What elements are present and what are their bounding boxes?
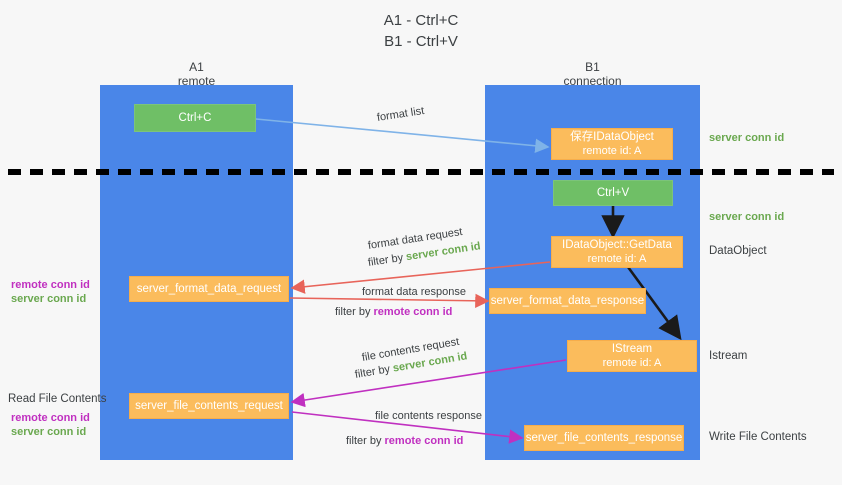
filter-prefix: filter by [346, 435, 385, 447]
node-getdata-sublabel: remote id: A [587, 253, 647, 265]
column-a1-name: A1 [189, 60, 204, 74]
edge-label-format-list: format list [376, 105, 426, 124]
page-title: A1 - Ctrl+C B1 - Ctrl+V [0, 10, 842, 52]
node-idataobject-saved[interactable]: 保存IDataObject remote id: A [551, 128, 673, 160]
edge-label-file-contents-response-filter: filter by remote conn id [346, 435, 463, 447]
node-server-file-contents-request[interactable]: server_file_contents_request [129, 393, 289, 419]
node-server-format-data-response-label: server_format_data_response [490, 295, 645, 307]
node-ctrl-c[interactable]: Ctrl+C [134, 104, 256, 132]
node-server-format-data-request-label: server_format_data_request [136, 283, 282, 295]
edge-label-file-contents-response: file contents response [375, 410, 483, 422]
annotation-server-conn-id-2: server conn id [11, 426, 87, 438]
node-getdata-label: IDataObject::GetData [562, 239, 672, 251]
annotation-dataobject: DataObject [709, 245, 767, 257]
column-header-b1: B1 connection [485, 60, 700, 88]
title-line-2: B1 - Ctrl+V [384, 33, 458, 50]
edge-label-format-data-response: format data response [362, 286, 466, 298]
node-ctrl-v-label: Ctrl+V [596, 187, 630, 199]
filter-value-remote-conn-id: remote conn id [384, 435, 464, 447]
node-ctrl-c-label: Ctrl+C [178, 112, 212, 124]
annotation-istream: Istream [709, 350, 748, 362]
node-server-file-contents-response[interactable]: server_file_contents_response [524, 425, 684, 451]
column-a1-sub: remote [177, 74, 216, 88]
annotation-read-file-contents: Read File Contents [8, 393, 107, 405]
annotation-remote-conn-id-1: remote conn id [11, 279, 90, 291]
node-istream-label: IStream [611, 343, 653, 355]
filter-prefix: filter by [354, 362, 394, 381]
node-istream[interactable]: IStream remote id: A [567, 340, 697, 372]
annotation-remote-conn-id-2: remote conn id [11, 412, 90, 424]
filter-value-remote-conn-id: remote conn id [373, 306, 453, 318]
annotation-server-conn-id-1: server conn id [11, 293, 87, 305]
annotation-server-conn-id-top: server conn id [709, 132, 785, 144]
annotation-server-conn-id-second: server conn id [709, 211, 785, 223]
column-b1-name: B1 [585, 60, 600, 74]
node-idataobject-getdata[interactable]: IDataObject::GetData remote id: A [551, 236, 683, 268]
node-istream-sublabel: remote id: A [602, 357, 662, 369]
annotation-left-conn-ids-format: remote conn id server conn id [11, 278, 90, 306]
column-b1-sub: connection [563, 74, 622, 88]
node-server-format-data-response[interactable]: server_format_data_response [489, 288, 646, 314]
arrow-format-data-response [289, 293, 490, 309]
node-server-file-contents-request-label: server_file_contents_request [135, 400, 283, 412]
title-line-1: A1 - Ctrl+C [383, 12, 459, 29]
filter-prefix: filter by [335, 306, 374, 318]
node-idataobject-saved-sublabel: remote id: A [582, 145, 642, 157]
annotation-left-conn-ids-file: remote conn id server conn id [11, 411, 90, 439]
node-ctrl-v[interactable]: Ctrl+V [553, 180, 673, 206]
node-idataobject-saved-label: 保存IDataObject [570, 131, 654, 143]
column-header-a1: A1 remote [100, 60, 293, 88]
edge-label-format-data-response-filter: filter by remote conn id [335, 306, 452, 318]
node-server-format-data-request[interactable]: server_format_data_request [129, 276, 289, 302]
node-server-file-contents-response-label: server_file_contents_response [525, 432, 683, 444]
filter-prefix: filter by [367, 251, 407, 269]
annotation-write-file-contents: Write File Contents [709, 431, 807, 443]
